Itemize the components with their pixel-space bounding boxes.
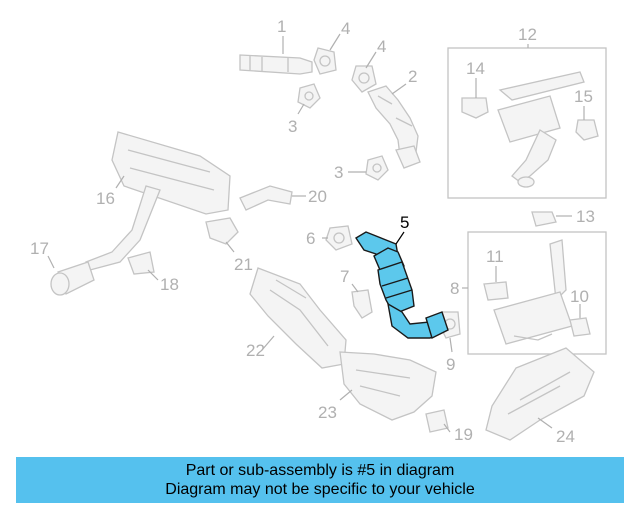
callout-3a[interactable]: 3 [288, 117, 297, 136]
assembly-box-12 [447, 47, 607, 199]
leader-4a [329, 33, 341, 51]
callout-11[interactable]: 11 [486, 247, 504, 266]
leader-19 [443, 423, 451, 433]
part-6-gasket-hole [333, 232, 345, 244]
callout-17[interactable]: 17 [30, 239, 49, 258]
leader-7 [351, 283, 359, 293]
part-4-gasket-a-hole [319, 55, 331, 67]
part-5-catalytic-converter [355, 231, 449, 339]
part-4-gasket-b-hole [358, 72, 370, 84]
leader-23 [339, 389, 353, 401]
part-22-heat-shield [249, 267, 347, 369]
callout-16[interactable]: 16 [96, 189, 115, 208]
callout-14[interactable]: 14 [466, 59, 485, 78]
callout-15[interactable]: 15 [574, 87, 593, 106]
banner-line-disclaimer: Diagram may not be specific to your vehi… [165, 481, 475, 498]
part-3-gasket-a [297, 83, 321, 109]
exhaust-parts-diagram: 1 4 4 2 3 3 12 14 15 13 11 8 10 16 20 21… [30, 17, 607, 446]
leader-22 [261, 335, 275, 351]
part-21-pipe [205, 217, 239, 245]
leader-9 [449, 337, 453, 353]
part-4-gasket-a [313, 47, 337, 75]
callout-19[interactable]: 19 [454, 425, 473, 444]
part-15-bracket [575, 119, 599, 141]
info-banner: Part or sub-assembly is #5 in diagram Di… [16, 457, 624, 503]
part-2-center-pipe [367, 85, 421, 169]
callout-23[interactable]: 23 [318, 403, 337, 422]
callout-20[interactable]: 20 [308, 187, 327, 206]
banner-line-part-number: Part or sub-assembly is #5 in diagram [185, 462, 455, 479]
leader-3a [297, 103, 305, 115]
part-12-rear-muffler [497, 71, 585, 188]
callout-4b[interactable]: 4 [377, 37, 386, 56]
part-24-heat-shield [485, 347, 595, 441]
leader-5 [395, 231, 405, 245]
callout-6[interactable]: 6 [306, 229, 315, 248]
part-19-bracket [425, 409, 449, 433]
leader-4b [365, 51, 377, 69]
leader-17 [47, 255, 55, 269]
callout-9[interactable]: 9 [446, 355, 455, 374]
part-23-heat-shield [339, 351, 437, 421]
leader-18 [147, 269, 159, 281]
leader-16 [115, 175, 125, 189]
leader-2 [391, 83, 407, 95]
callout-3b[interactable]: 3 [334, 163, 343, 182]
part-10-bracket [569, 317, 591, 337]
part-1-front-pipe [239, 54, 313, 75]
part-3-gasket-b [365, 155, 389, 181]
callout-24[interactable]: 24 [556, 427, 575, 446]
callout-4a[interactable]: 4 [341, 19, 350, 38]
part-3-gasket-a-hole [304, 91, 314, 101]
callout-13[interactable]: 13 [576, 207, 595, 226]
callout-7[interactable]: 7 [340, 267, 349, 286]
callout-10[interactable]: 10 [570, 287, 589, 306]
callout-5-highlighted[interactable]: 5 [400, 213, 409, 232]
part-18-hanger [127, 251, 155, 275]
part-17-tail-tip [50, 261, 95, 296]
callout-21[interactable]: 21 [234, 255, 253, 274]
part-11-hanger [483, 281, 509, 301]
part-3-gasket-b-hole [372, 163, 382, 173]
part-14-hanger [461, 97, 489, 119]
part-4-gasket-b [351, 65, 377, 93]
leader-21 [225, 241, 235, 253]
leader-24 [537, 417, 553, 429]
part-6-gasket [325, 225, 353, 251]
callout-22[interactable]: 22 [246, 341, 265, 360]
part-13-gasket [531, 211, 557, 227]
assembly-box-8 [467, 231, 607, 355]
part-20-pipe [239, 185, 293, 211]
callout-12[interactable]: 12 [518, 25, 537, 44]
callout-2[interactable]: 2 [408, 67, 417, 86]
callout-1[interactable]: 1 [277, 17, 286, 36]
callout-18[interactable]: 18 [160, 275, 179, 294]
callout-8[interactable]: 8 [450, 279, 459, 298]
part-7-bracket [351, 289, 373, 319]
